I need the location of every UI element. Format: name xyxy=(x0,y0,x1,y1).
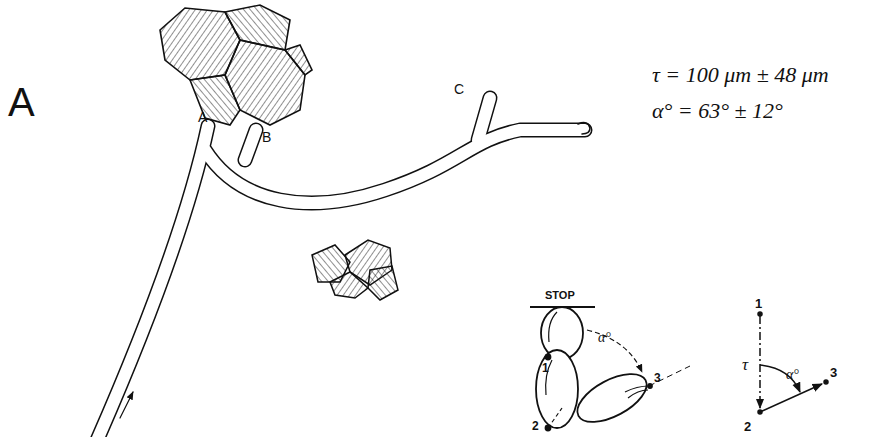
point-number: 1 xyxy=(542,362,549,374)
crystal-cluster xyxy=(160,5,312,125)
spore-sketch xyxy=(530,307,690,432)
point-number: 1 xyxy=(755,297,762,310)
point-label: C xyxy=(454,82,464,96)
point-number: 2 xyxy=(532,420,539,432)
stop-label: STOP xyxy=(545,290,575,301)
panel-letter: A xyxy=(8,82,35,122)
hypha xyxy=(95,98,590,437)
point-label: B xyxy=(262,130,271,144)
point-label: A xyxy=(198,110,207,124)
vector-label: τ xyxy=(742,356,748,373)
angle-label: α° xyxy=(598,331,611,345)
measurement: τ = 100 μm ± 48 μm xyxy=(652,64,829,86)
point-number: 3 xyxy=(830,366,837,379)
vector-diagram xyxy=(758,312,828,414)
measurement: α° = 63° ± 12° xyxy=(652,100,783,122)
point-number: 3 xyxy=(654,372,661,384)
point-number: 2 xyxy=(744,420,751,433)
crystal-cluster xyxy=(312,240,398,300)
angle-label: α° xyxy=(786,368,799,382)
